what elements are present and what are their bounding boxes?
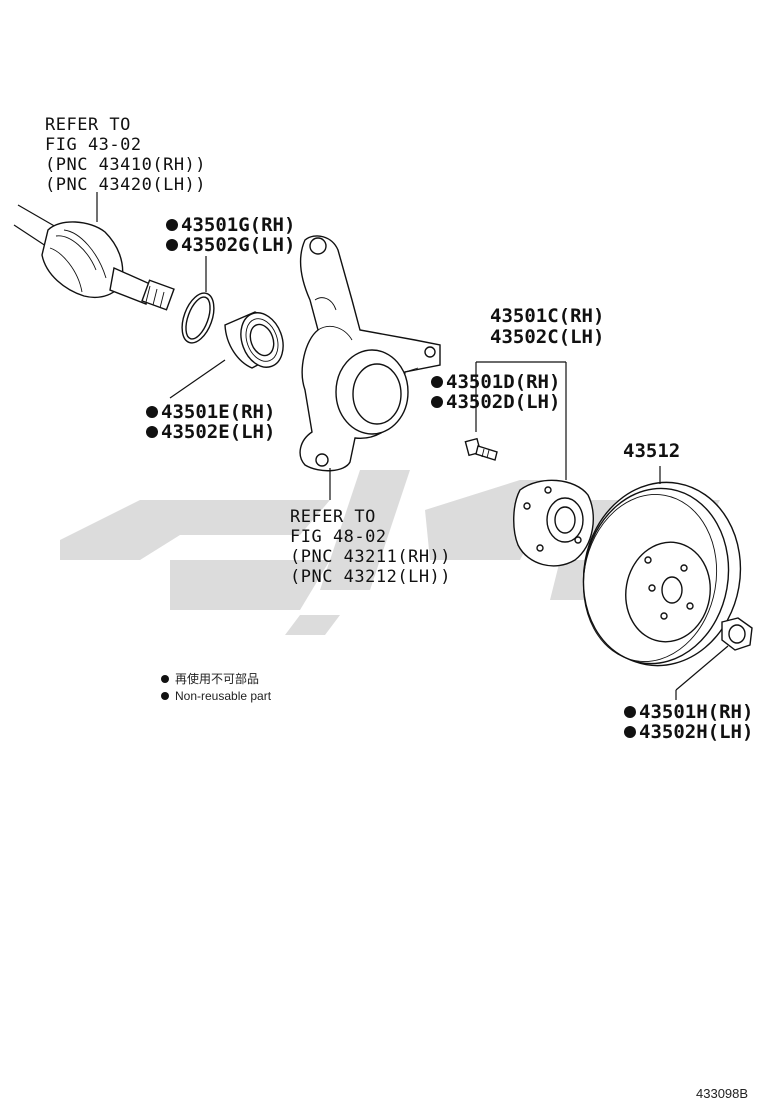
nut-rh: 43501H(RH) [639,701,753,723]
hub-lh: 43502C(LH) [490,326,604,348]
refer-driveshaft-line1: REFER TO [45,115,131,135]
hub-bolt-label: 43501D(RH) 43502D(LH) [431,371,560,413]
nut-label: 43501H(RH) 43502H(LH) [624,701,753,743]
disc-pnc: 43512 [623,440,680,462]
bearing-lh: 43502E(LH) [161,421,275,443]
disc-rotor [582,481,742,667]
legend-dot-icon [161,692,169,700]
refer-knuckle-line3: (PNC 43211(RH)) [290,547,451,567]
hub-nut [721,617,753,651]
hub [513,479,594,567]
legend-cn: 再使用不可部品 [175,671,259,686]
legend-dot-icon [161,675,169,683]
bearing-label: 43501E(RH) 43502E(LH) [146,401,275,443]
non-reusable-dot-icon [624,726,636,738]
non-reusable-dot-icon [431,396,443,408]
illustration-code: 433098B [696,1086,748,1101]
non-reusable-dot-icon [624,706,636,718]
legend: 再使用不可部品 Non-reusable part [161,671,272,703]
hub-bolt-rh: 43501D(RH) [446,371,560,393]
bearing [224,311,284,369]
hub-bolt-lh: 43502D(LH) [446,391,560,413]
non-reusable-dot-icon [166,219,178,231]
refer-knuckle-line4: (PNC 43212(LH)) [290,567,451,587]
drive-shaft [13,204,175,311]
non-reusable-dot-icon [166,239,178,251]
refer-driveshaft-label: REFER TO FIG 43-02 (PNC 43410(RH)) (PNC … [45,115,206,195]
non-reusable-dot-icon [146,426,158,438]
snap-ring [181,292,215,344]
steering-knuckle [299,235,441,472]
non-reusable-dot-icon [431,376,443,388]
refer-knuckle-line2: FIG 48-02 [290,527,387,547]
bearing-rh: 43501E(RH) [161,401,275,423]
leader-lines [96,192,729,700]
refer-knuckle-line1: REFER TO [290,507,376,527]
snap-ring-rh: 43501G(RH) [181,214,295,236]
hub-bolt [464,437,498,461]
snap-ring-lh: 43502G(LH) [181,234,295,256]
nut-lh: 43502H(LH) [639,721,753,743]
hub-label: 43501C(RH) 43502C(LH) [490,305,604,348]
refer-driveshaft-line2: FIG 43-02 [45,135,142,155]
refer-driveshaft-line4: (PNC 43420(LH)) [45,175,206,195]
non-reusable-dot-icon [146,406,158,418]
legend-en: Non-reusable part [175,689,272,703]
refer-driveshaft-line3: (PNC 43410(RH)) [45,155,206,175]
hub-rh: 43501C(RH) [490,305,604,327]
snap-ring-label: 43501G(RH) 43502G(LH) [166,214,295,256]
refer-knuckle-label: REFER TO FIG 48-02 (PNC 43211(RH)) (PNC … [290,507,451,587]
